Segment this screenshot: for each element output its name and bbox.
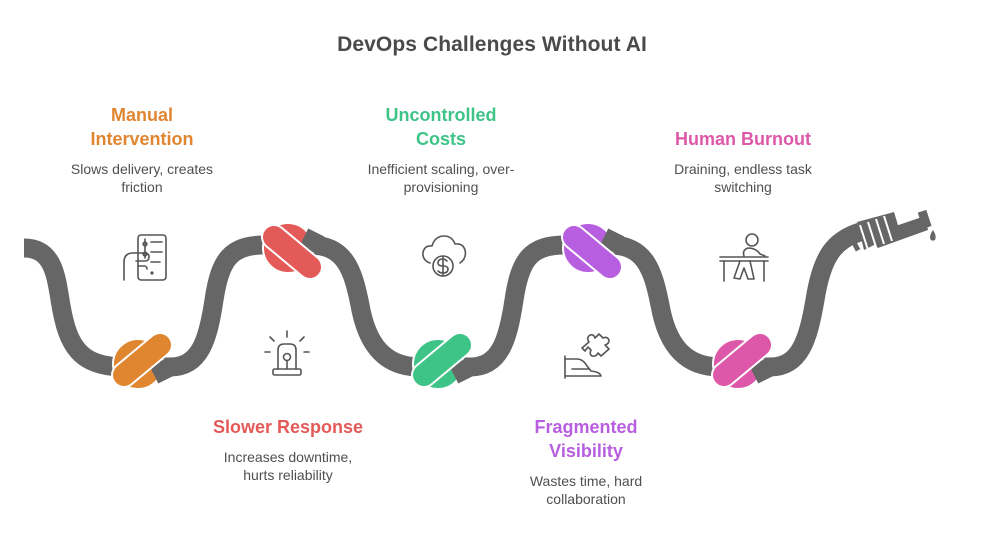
item-title-line: Human Burnout: [675, 129, 811, 149]
knot-lobe: [713, 334, 771, 386]
item-desc-line: Increases downtime,: [223, 449, 353, 465]
item-title-line: Costs: [415, 129, 466, 149]
item-description: Slows delivery, creates friction: [42, 160, 242, 196]
item-desc-line: Draining, endless task: [674, 161, 812, 177]
cloud-dollar-icon: [422, 235, 467, 277]
item-description: Wastes time, hard collaboration: [486, 472, 686, 508]
knot-5: [711, 332, 775, 390]
item-title: Uncontrolled Costs: [341, 103, 541, 151]
item-manual-intervention: Manual Intervention Slows delivery, crea…: [42, 103, 242, 196]
item-desc-line: Wastes time, hard: [529, 473, 643, 489]
item-slower-response: Slower Response Increases downtime, hurt…: [188, 415, 388, 484]
item-title: Fragmented Visibility: [486, 415, 686, 463]
hose-nozzle-icon: [844, 209, 936, 252]
knot-1: [111, 332, 175, 390]
item-title-line: Fragmented: [534, 417, 638, 437]
knot-3: [411, 332, 475, 390]
item-title-line: Slower Response: [212, 417, 364, 437]
item-desc-line: friction: [121, 179, 163, 195]
knot-lobe: [413, 334, 471, 386]
hand-holding-phone-icon: [123, 234, 167, 281]
alarm-siren-icon: [264, 330, 310, 376]
knot-4: [561, 222, 625, 280]
item-desc-line: Inefficient scaling, over-: [367, 161, 515, 177]
item-desc-line: hurts reliability: [243, 467, 333, 483]
hand-puzzle-icon: [564, 333, 610, 379]
item-desc-line: collaboration: [546, 491, 626, 507]
item-fragmented-visibility: Fragmented Visibility Wastes time, hard …: [486, 415, 686, 508]
item-title-line: Intervention: [90, 129, 194, 149]
item-title-line: Manual: [110, 105, 173, 125]
page-title: DevOps Challenges Without AI: [337, 33, 647, 56]
item-title: Slower Response: [188, 415, 388, 439]
item-description: Inefficient scaling, over- provisioning: [341, 160, 541, 196]
item-desc-line: Slows delivery, creates: [70, 161, 214, 177]
knot-rope-segment: [149, 358, 175, 384]
item-title: Manual Intervention: [42, 103, 242, 151]
knot-lobe: [113, 334, 171, 386]
knot-2: [261, 222, 325, 280]
knot-lobe: [263, 226, 321, 278]
item-title-line: Visibility: [549, 441, 623, 461]
item-human-burnout: Human Burnout Draining, endless task swi…: [643, 127, 843, 196]
item-desc-line: switching: [714, 179, 772, 195]
item-description: Draining, endless task switching: [643, 160, 843, 196]
item-desc-line: provisioning: [403, 179, 479, 195]
item-description: Increases downtime, hurts reliability: [188, 448, 388, 484]
knot-rope-segment: [449, 358, 475, 384]
nozzle-grip-lines: [859, 215, 893, 251]
item-title-line: Uncontrolled: [385, 105, 497, 125]
knot-rope-segment: [599, 228, 625, 254]
knot-rope-segment: [299, 228, 325, 254]
knot-lobe: [563, 226, 621, 278]
person-at-desk-icon: [719, 233, 769, 282]
knot-rope-segment: [749, 358, 775, 384]
item-title: Human Burnout: [643, 127, 843, 151]
item-uncontrolled-costs: Uncontrolled Costs Inefficient scaling, …: [341, 103, 541, 196]
